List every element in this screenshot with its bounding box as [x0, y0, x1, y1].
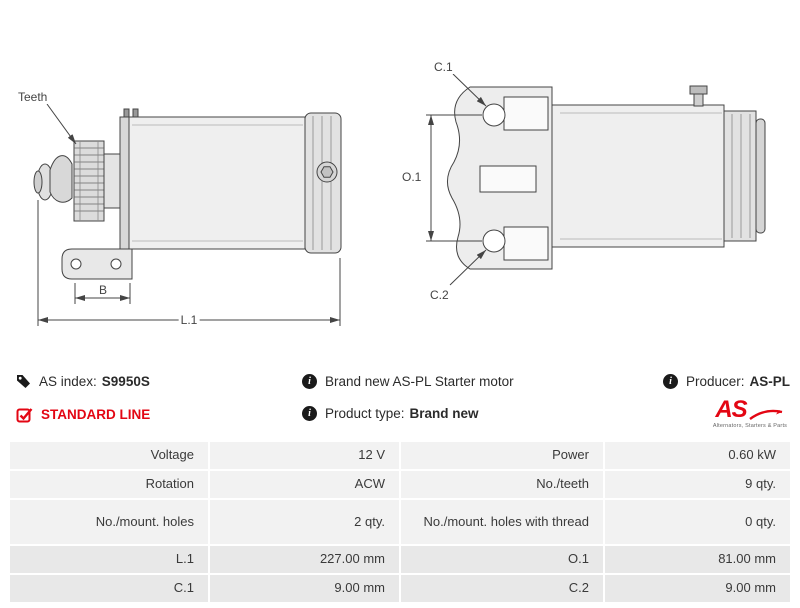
table-row: L.1 227.00 mm O.1 81.00 mm [10, 546, 790, 573]
table-row: Rotation ACW No./teeth 9 qty. [10, 471, 790, 498]
spec-label: Power [401, 442, 603, 469]
product-type-label: Product type: [325, 406, 405, 421]
l1-dim-label: L.1 [178, 313, 200, 327]
standard-line: STANDARD LINE [16, 406, 150, 423]
spec-label: No./mount. holes [10, 500, 208, 544]
teeth-label: Teeth [16, 90, 50, 104]
spec-label: Voltage [10, 442, 208, 469]
spec-label: L.1 [10, 546, 208, 573]
logo-subtext: Alternators, Starters & Parts [712, 423, 788, 429]
table-row: C.1 9.00 mm C.2 9.00 mm [10, 575, 790, 602]
spec-value: ACW [210, 471, 399, 498]
product-info-section: AS index: S9950S i Brand new AS-PL Start… [0, 362, 800, 442]
producer-label: Producer: [685, 374, 745, 389]
c1-dim-label: C.1 [432, 60, 455, 74]
spec-value: 227.00 mm [210, 546, 399, 573]
technical-drawing: Teeth B L.1 C.1 O.1 C.2 [16, 60, 766, 327]
spec-label: No./mount. holes with thread [401, 500, 603, 544]
table-row: Voltage 12 V Power 0.60 kW [10, 442, 790, 469]
logo-swoosh-icon [748, 409, 782, 420]
starter-motor-drawing [33, 73, 766, 326]
flange-view [426, 73, 766, 286]
info-icon: i [302, 406, 317, 421]
info-icon: i [662, 374, 678, 389]
spec-label: C.1 [10, 575, 208, 602]
spec-value: 9 qty. [605, 471, 790, 498]
spec-label: Rotation [10, 471, 208, 498]
spec-value: 9.00 mm [210, 575, 399, 602]
spec-label: C.2 [401, 575, 603, 602]
spec-label: No./teeth [401, 471, 603, 498]
product-type: i Product type: Brand new [302, 406, 479, 421]
spec-value: 0 qty. [605, 500, 790, 544]
spec-value: 12 V [210, 442, 399, 469]
standard-line-label: STANDARD LINE [41, 407, 151, 422]
checkbox-checked-icon [16, 408, 33, 423]
info-icon: i [302, 374, 317, 389]
as-index-value: S9950S [101, 374, 150, 389]
o1-dim-label: O.1 [400, 170, 424, 184]
table-row: No./mount. holes 2 qty. No./mount. holes… [10, 500, 790, 544]
spec-table: Voltage 12 V Power 0.60 kW Rotation ACW … [10, 442, 790, 602]
product-type-value: Brand new [409, 406, 479, 421]
product-description: i Brand new AS-PL Starter motor [302, 374, 514, 389]
producer-value: AS-PL [749, 374, 791, 389]
spec-label: O.1 [401, 546, 603, 573]
logo-text: AS [715, 396, 747, 423]
tag-icon [17, 375, 30, 388]
c2-dim-label: C.2 [428, 288, 451, 302]
spec-value: 0.60 kW [605, 442, 790, 469]
as-index-label: AS index: [39, 374, 97, 389]
side-view [33, 103, 342, 326]
description-text: Brand new AS-PL Starter motor [325, 374, 514, 389]
b-dim-label: B [96, 283, 110, 297]
producer: i Producer: AS-PL [662, 374, 791, 389]
spec-value: 9.00 mm [605, 575, 790, 602]
as-pl-logo: AS Alternators, Starters & Parts [708, 398, 792, 430]
as-index: AS index: S9950S [16, 374, 150, 389]
spec-value: 81.00 mm [605, 546, 790, 573]
spec-value: 2 qty. [210, 500, 399, 544]
